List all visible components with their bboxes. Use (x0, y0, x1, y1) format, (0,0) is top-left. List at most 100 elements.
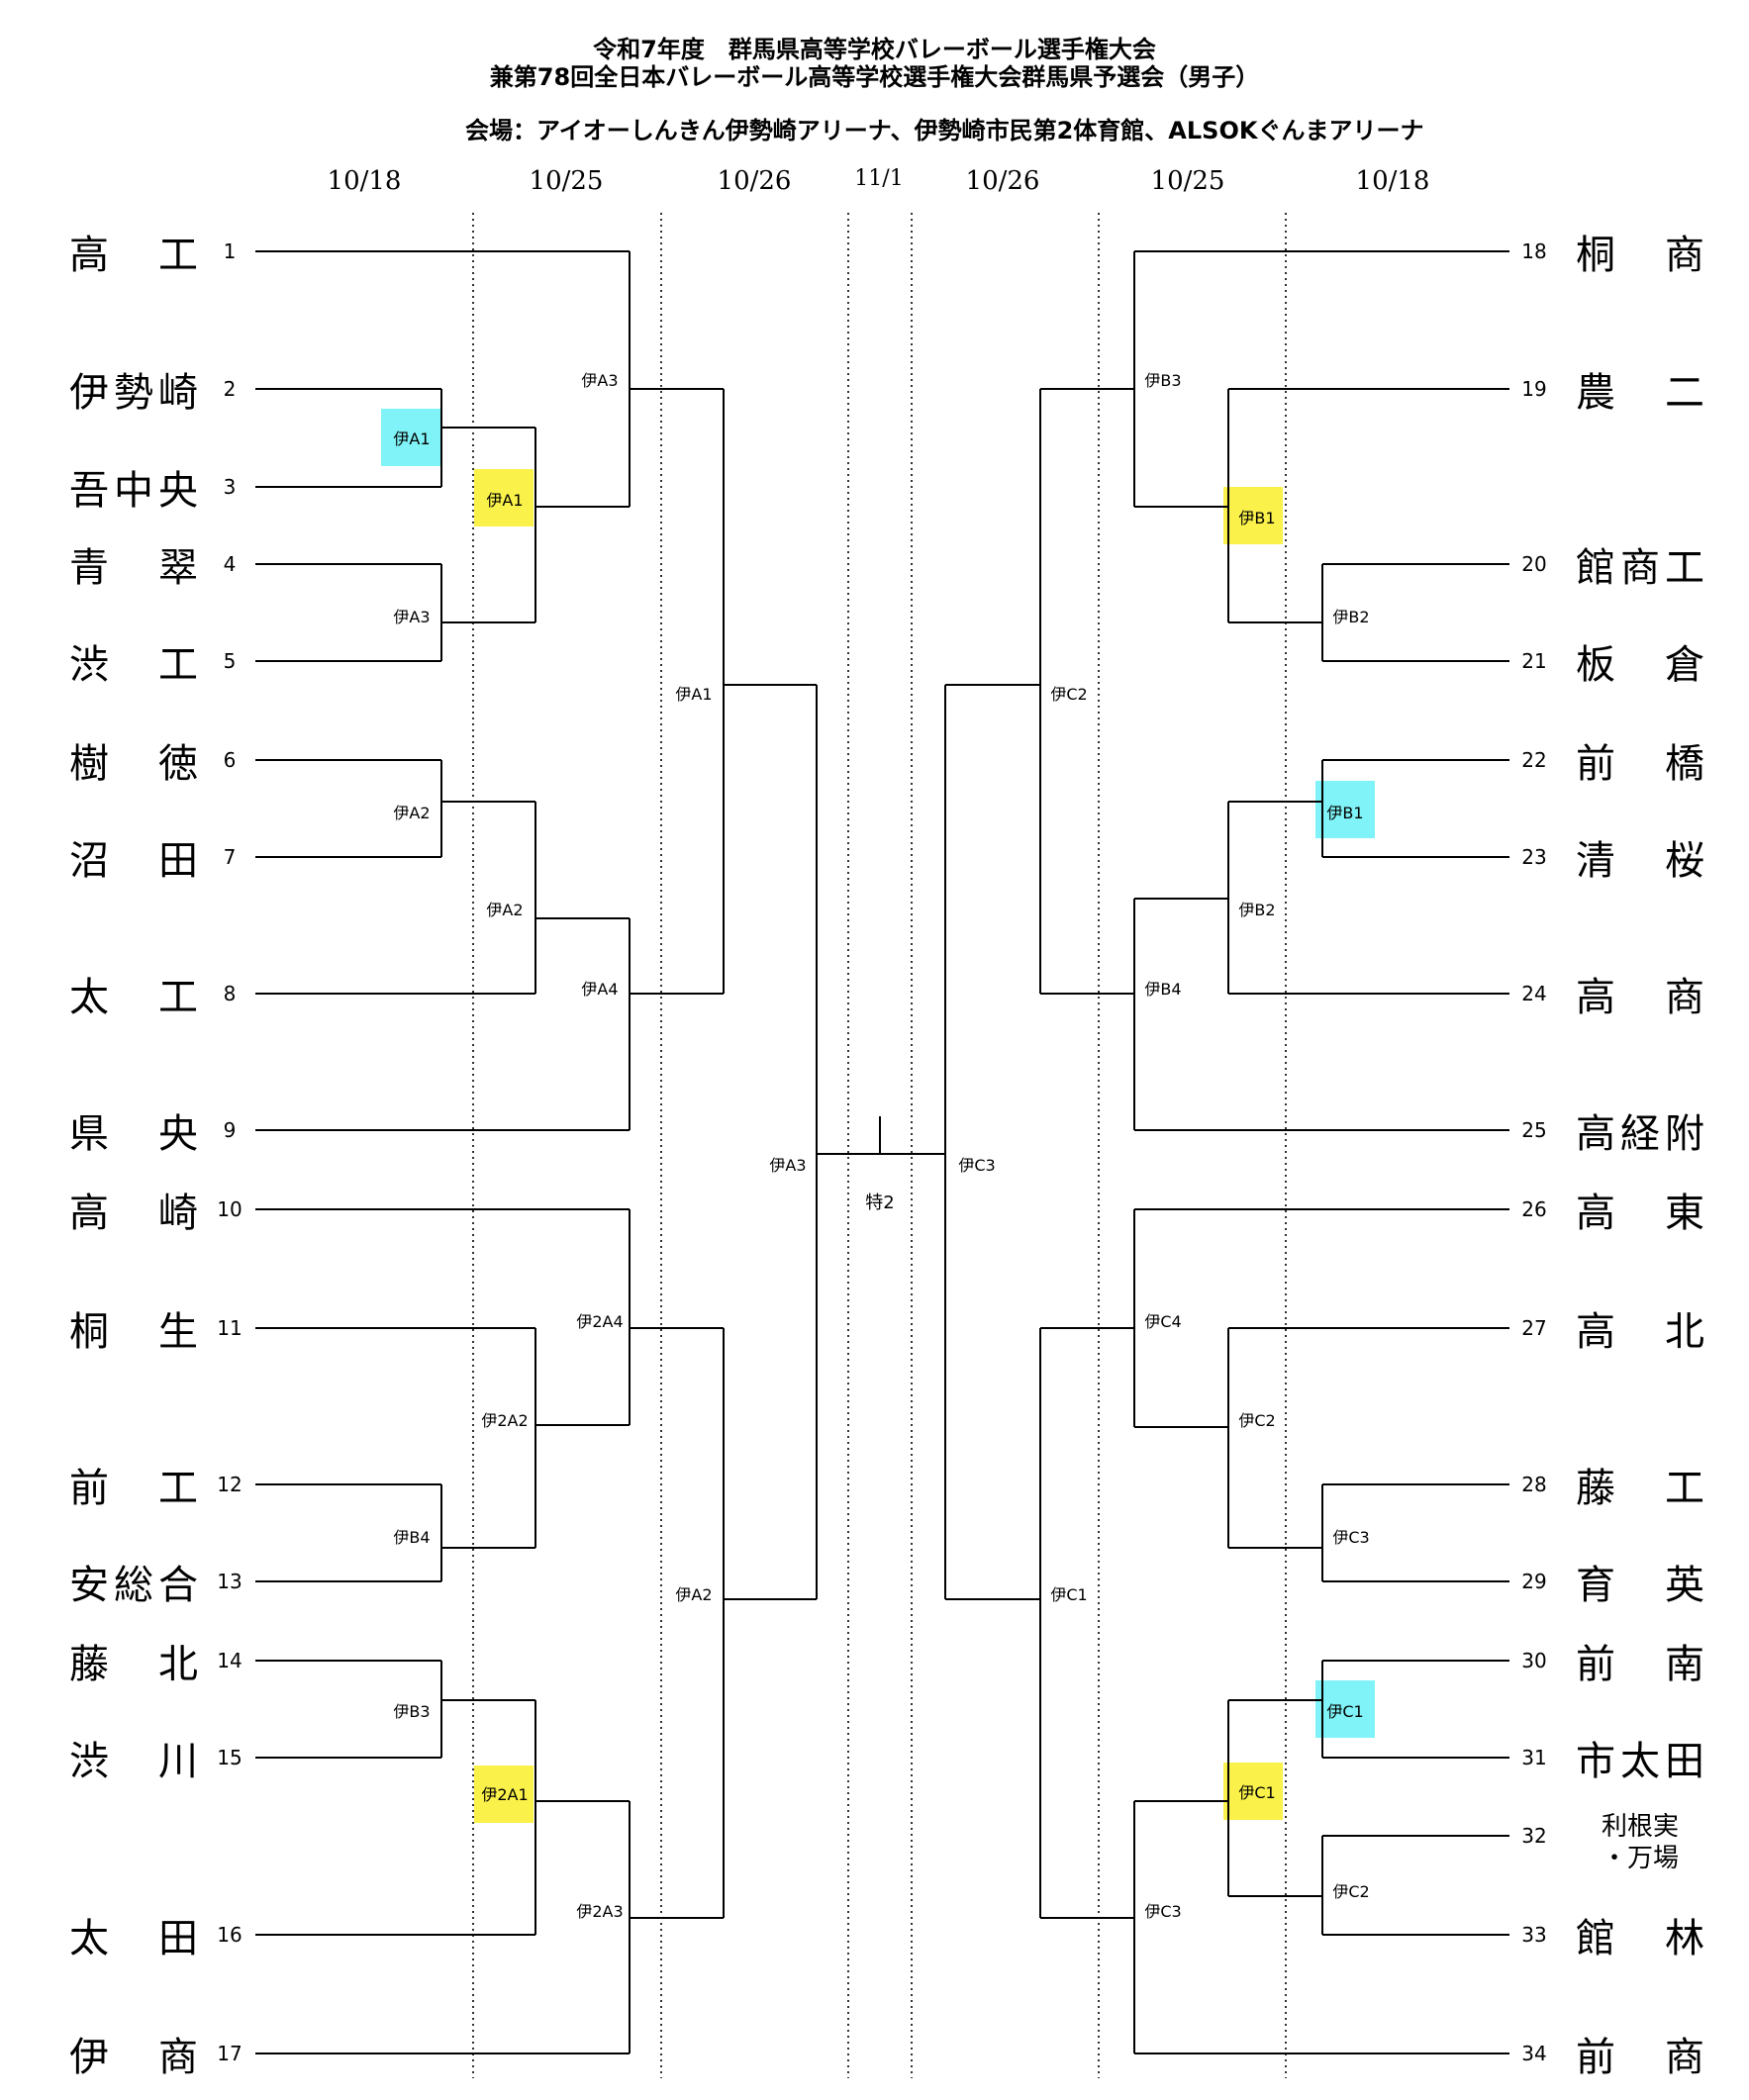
match-label: 伊C1 (1238, 1783, 1276, 1802)
highlight-box-yellow (474, 1766, 534, 1823)
seed-number: 17 (217, 2042, 243, 2065)
team-name: 沼田 (69, 838, 198, 884)
title-line-2: 兼第78回全日本バレーボール高等学校選手権大会群馬県予選会（男子） (489, 63, 1260, 91)
team-name: 県央 (69, 1111, 198, 1157)
team-name: 渋川 (69, 1739, 198, 1784)
seed-number: 13 (217, 1570, 243, 1593)
match-label: 伊B1 (1238, 509, 1276, 527)
highlight-box-cyan (381, 409, 440, 466)
match-label: 伊C1 (1326, 1702, 1364, 1721)
team-name: 館林 (1576, 1916, 1704, 1961)
team-name: 市太田 (1576, 1739, 1704, 1784)
match-label: 伊B3 (1144, 371, 1182, 390)
match-label: 伊A2 (675, 1585, 713, 1604)
match-label: 伊B4 (393, 1528, 431, 1547)
right-bracket (879, 250, 1509, 2054)
round-dividers (472, 213, 1287, 2078)
match-label: 伊A1 (486, 491, 524, 510)
seed-number: 29 (1521, 1570, 1547, 1593)
team-name: 青翠 (69, 545, 198, 591)
team-name-line-1: 利根実 (1601, 1812, 1679, 1842)
match-label: 伊C2 (1050, 685, 1088, 704)
team-name: 高東 (1576, 1191, 1704, 1236)
seed-number: 16 (217, 1923, 243, 1947)
match-label: 伊B3 (393, 1702, 431, 1721)
match-label: 伊A3 (581, 371, 619, 390)
seed-number: 1 (223, 239, 237, 263)
team-name: 吾中央 (69, 468, 198, 514)
match-label: 伊C4 (1144, 1312, 1182, 1331)
team-name: 高工 (69, 233, 198, 278)
seed-number: 12 (217, 1473, 243, 1496)
final-match-label: 特2 (865, 1193, 895, 1213)
team-name: 高北 (1576, 1309, 1704, 1355)
seed-number: 27 (1521, 1316, 1547, 1340)
team-name: 桐商 (1576, 233, 1704, 278)
match-label: 伊C1 (1050, 1585, 1088, 1604)
team-name: 桐生 (69, 1309, 198, 1355)
match-label: 伊2A2 (481, 1411, 529, 1430)
match-label: 伊C3 (958, 1156, 996, 1175)
seed-number: 28 (1521, 1473, 1547, 1496)
seed-number: 30 (1521, 1649, 1547, 1672)
title-line-1: 令和7年度 群馬県高等学校バレーボール選手権大会 (593, 36, 1156, 63)
seed-number: 7 (223, 845, 237, 869)
match-label: 伊A4 (581, 980, 619, 999)
team-name: 前南 (1576, 1642, 1704, 1687)
date-right-r1: 10/18 (1355, 166, 1430, 196)
match-label: 伊A1 (675, 685, 713, 704)
match-label: 伊C2 (1238, 1411, 1276, 1430)
seed-number: 22 (1521, 748, 1547, 772)
seed-number: 14 (217, 1649, 243, 1672)
left-bracket (255, 250, 880, 2054)
team-name: 伊商 (69, 2035, 198, 2080)
seed-number: 8 (223, 982, 237, 1005)
match-label: 伊2A3 (576, 1902, 624, 1921)
match-label: 伊2A1 (481, 1785, 529, 1804)
seed-number: 34 (1521, 2042, 1547, 2065)
team-name: 前商 (1576, 2035, 1704, 2080)
team-name: 育英 (1576, 1563, 1704, 1608)
seed-number: 15 (217, 1746, 243, 1769)
seed-number: 5 (223, 649, 237, 673)
match-label: 伊A2 (393, 804, 431, 822)
team-name: 藤工 (1576, 1466, 1704, 1511)
match-label: 伊B1 (1326, 804, 1364, 822)
highlight-box-yellow (1223, 1763, 1283, 1820)
team-name: 清桜 (1576, 838, 1704, 884)
seed-number: 32 (1521, 1824, 1547, 1848)
seed-number: 23 (1521, 845, 1547, 869)
highlight-box-yellow (474, 469, 534, 526)
date-final: 11/1 (854, 166, 904, 191)
date-left-r2: 10/25 (529, 166, 604, 196)
team-name: 高経附 (1576, 1111, 1704, 1157)
seed-number: 20 (1521, 552, 1547, 576)
match-label: 伊C2 (1332, 1882, 1370, 1901)
seed-number: 2 (223, 377, 237, 401)
team-name: 前工 (69, 1466, 198, 1511)
team-name: 太工 (69, 975, 198, 1020)
team-name: 藤北 (69, 1642, 198, 1687)
seed-number: 9 (223, 1118, 237, 1142)
match-label: 伊B2 (1238, 901, 1276, 919)
team-name: 渋工 (69, 642, 198, 688)
match-label: 伊C3 (1332, 1528, 1370, 1547)
seed-number: 6 (223, 748, 237, 772)
date-left-r3: 10/26 (717, 166, 792, 196)
highlight-box-cyan (1315, 781, 1375, 838)
match-label: 伊C3 (1144, 1902, 1182, 1921)
match-label: 伊2A4 (576, 1312, 624, 1331)
match-label: 伊A3 (393, 608, 431, 626)
seed-number: 24 (1521, 982, 1547, 1005)
seed-number: 31 (1521, 1746, 1547, 1769)
venue-text: 会場：アイオーしんきん伊勢崎アリーナ、伊勢崎市民第2体育館、ALSOKぐんまアリ… (465, 117, 1424, 144)
highlight-box-cyan (1315, 1680, 1375, 1738)
team-name: 館商工 (1576, 545, 1704, 591)
match-label: 伊A3 (769, 1156, 807, 1175)
seed-number: 25 (1521, 1118, 1547, 1142)
team-name: 高商 (1576, 975, 1704, 1020)
team-name-joint: 利根実 ・万場 (1576, 1811, 1704, 1874)
seed-number: 4 (223, 552, 237, 576)
team-name: 高崎 (69, 1191, 198, 1236)
